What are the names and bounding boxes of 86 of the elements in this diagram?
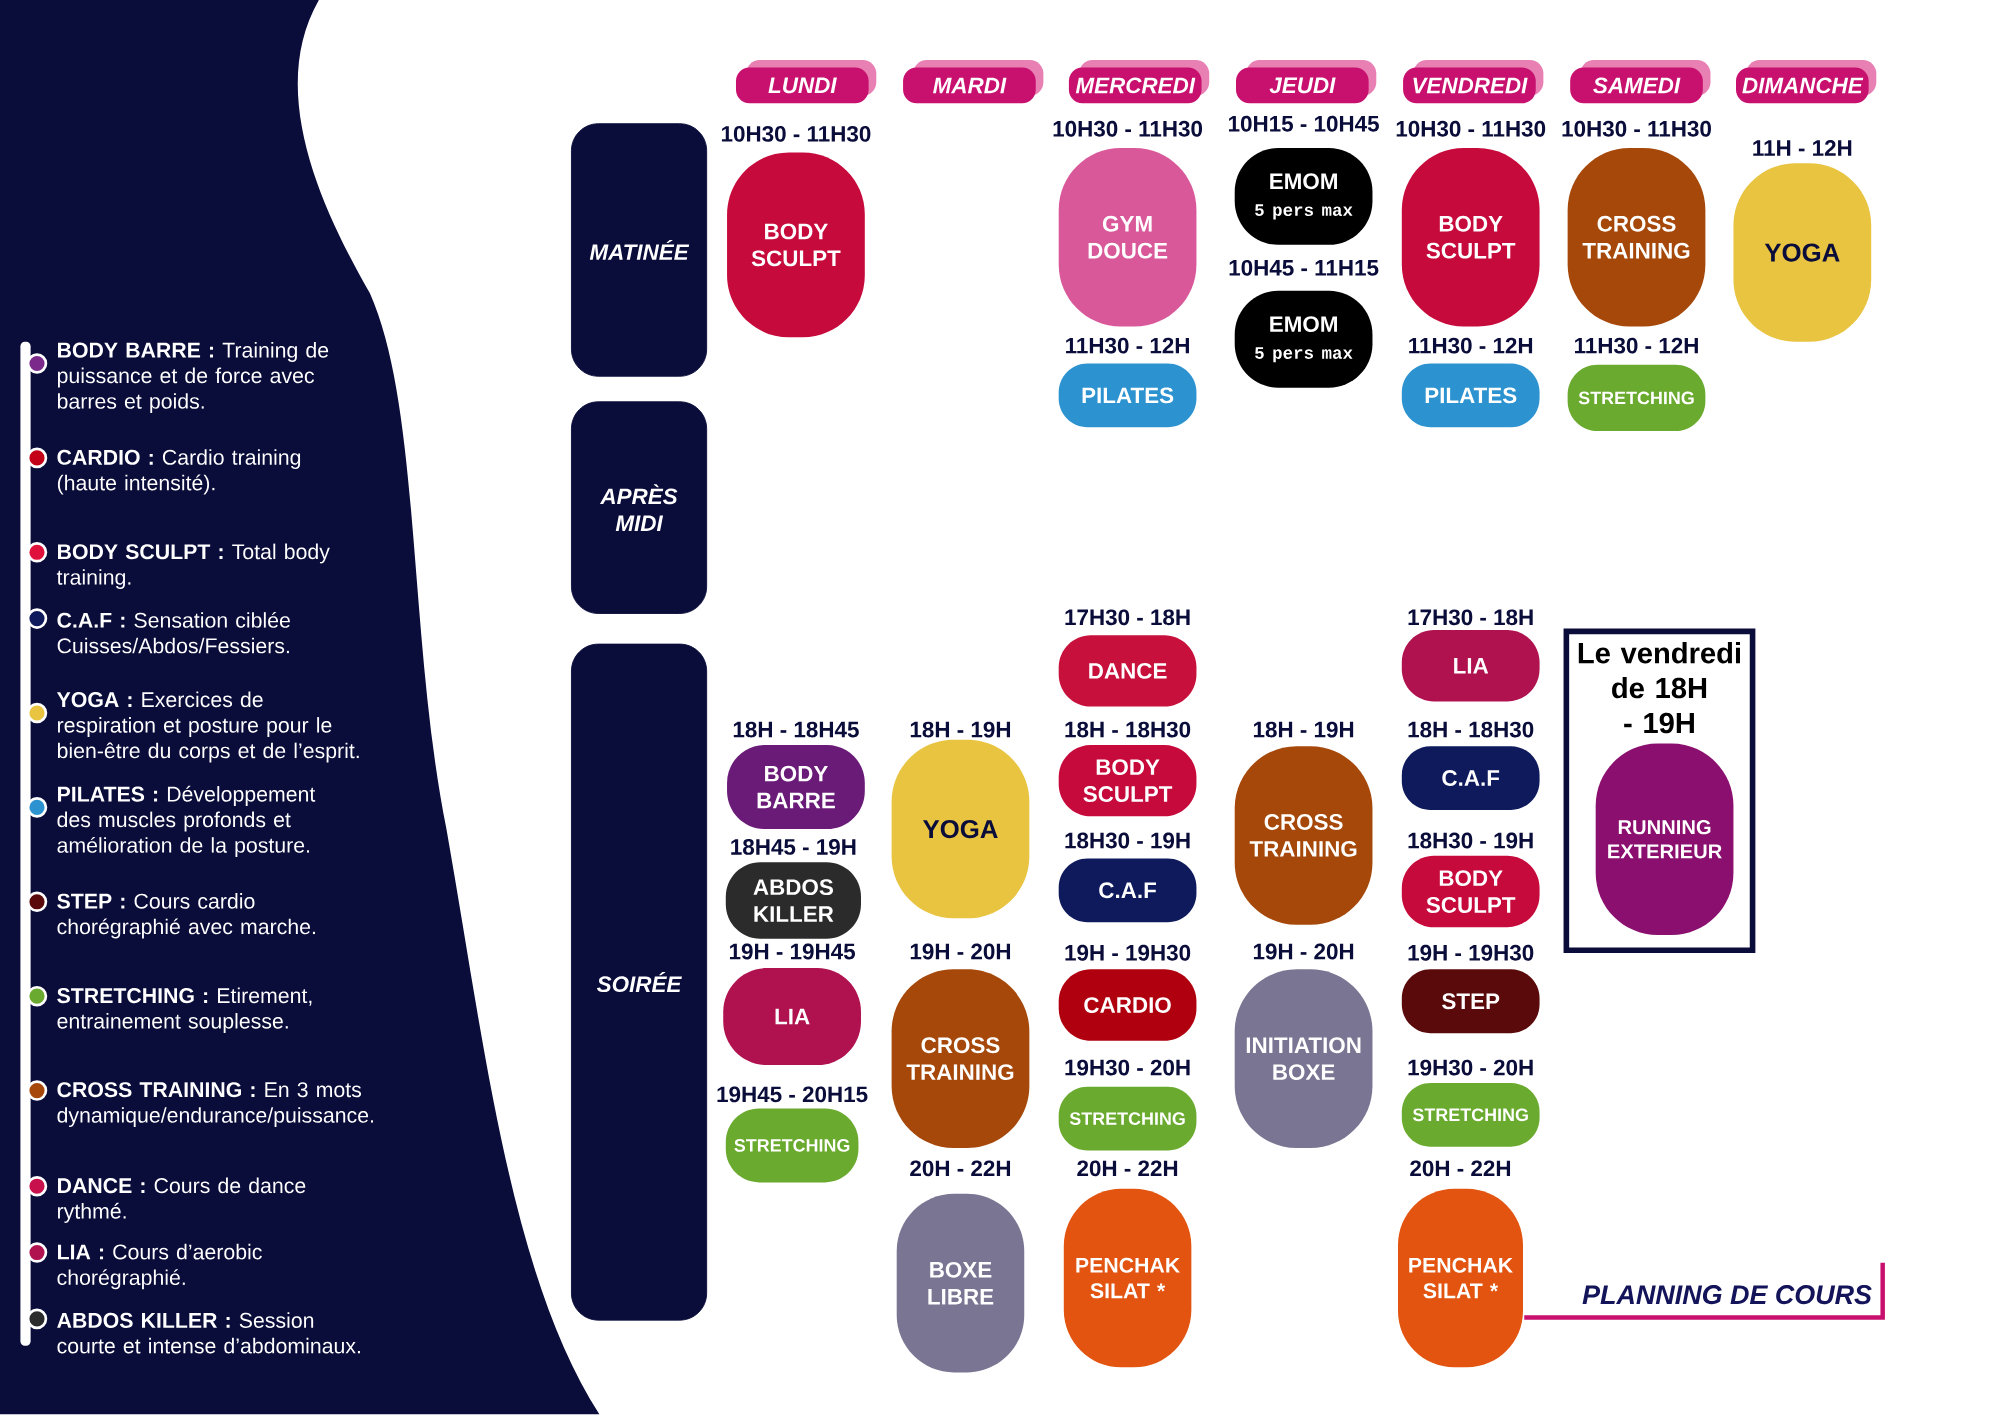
- day-label: JEUDI: [1236, 60, 1377, 104]
- legend-text: CARDIO : Cardio training (haute intensité).: [57, 449, 301, 495]
- time-label: 18H - 19H: [1253, 721, 1354, 738]
- row-header: MATINÉE: [571, 123, 708, 377]
- class-pill: EMOM 5 pers max: [1234, 291, 1373, 388]
- title-text: PLANNING DE COURS: [1582, 1285, 1872, 1305]
- time-label: 18H - 19H: [910, 721, 1011, 738]
- time-label: 18H - 18H30: [1408, 721, 1534, 738]
- row-header: APRÈS MIDI: [571, 401, 708, 615]
- class-pill: STRETCHING: [1401, 1083, 1540, 1147]
- class-pill: BODY SCULPT: [1401, 148, 1540, 327]
- legend-text: DANCE : Cours de dance rythmé.: [58, 1177, 306, 1224]
- time-label: 11H30 - 12H: [1409, 337, 1533, 354]
- class-pill: DANCE: [1058, 635, 1197, 707]
- time-label: 20H - 22H: [1410, 1160, 1511, 1177]
- class-pill: PENCHAK SILAT *: [1398, 1189, 1523, 1368]
- class-pill: INITIATION BOXE: [1234, 969, 1373, 1149]
- time-label: 20H - 22H: [1077, 1160, 1178, 1177]
- legend-text: C.A.F : Sensation ciblée Cuisses/Abdos/Fessiers.: [57, 612, 290, 654]
- time-label: 11H - 12H: [1753, 140, 1852, 156]
- day-label: SAMEDI: [1570, 60, 1711, 104]
- class-pill: BODY SCULPT: [1058, 745, 1197, 817]
- time-label: 19H - 20H: [1253, 943, 1354, 960]
- class-pill: BODY SCULPT: [727, 152, 865, 338]
- legend-text: LIA : Cours d’aerobic chorégraphié.: [57, 1244, 262, 1290]
- time-label: 10H30 - 11H30: [1396, 121, 1546, 137]
- class-pill: CROSS TRAINING: [1234, 746, 1373, 925]
- time-label: 19H45 - 20H15: [717, 1086, 868, 1103]
- time-label: 17H30 - 18H: [1408, 609, 1533, 626]
- class-pill: STRETCHING: [1567, 365, 1706, 432]
- legend-text: PILATES : Développement des muscles profonds et amélioration de la posture.: [57, 786, 316, 858]
- time-label: 10H30 - 11H30: [1562, 121, 1711, 137]
- time-label: 18H30 - 19H: [1408, 832, 1533, 849]
- day-label: LUNDI: [736, 60, 877, 104]
- day-label: VENDREDI: [1403, 60, 1544, 104]
- time-label: 19H30 - 20H: [1408, 1059, 1533, 1076]
- class-pill: PILATES: [1401, 363, 1540, 428]
- time-label: 10H30 - 11H30: [721, 126, 871, 143]
- class-pill: STRETCHING: [725, 1108, 859, 1183]
- class-pill: ABDOS KILLER: [725, 862, 861, 939]
- class-pill: LIA: [1401, 630, 1540, 702]
- time-label: 10H15 - 10H45: [1229, 116, 1379, 132]
- class-pill: BOXE LIBRE: [896, 1194, 1025, 1373]
- class-pill: RUNNING EXTERIEUR: [1595, 743, 1734, 936]
- row-header: SOIRÉE: [571, 643, 708, 1321]
- class-pill: YOGA: [891, 740, 1030, 919]
- class-pill: PENCHAK SILAT *: [1063, 1189, 1192, 1368]
- time-label: 18H45 - 19H: [731, 839, 856, 856]
- time-label: 20H - 22H: [910, 1160, 1011, 1177]
- class-pill: C.A.F: [1058, 858, 1197, 923]
- time-label: 18H30 - 19H: [1065, 832, 1190, 849]
- class-pill: YOGA: [1733, 163, 1872, 343]
- time-label: 19H - 19H30: [1065, 945, 1191, 961]
- legend-text: BODY SCULPT : Total body training.: [56, 543, 330, 590]
- time-label: 11H30 - 12H: [1066, 337, 1189, 354]
- time-label: 18H - 18H45: [733, 721, 859, 738]
- time-label: 10H30 - 11H30: [1053, 121, 1203, 137]
- time-label: 18H - 18H30: [1065, 721, 1191, 738]
- legend-text: STEP : Cours cardio chorégraphié avec marche.: [57, 893, 315, 939]
- legend-text: CROSS TRAINING : En 3 mots dynamique/endurance/puissance.: [57, 1082, 373, 1128]
- class-pill: STEP: [1401, 969, 1540, 1034]
- time-label: 10H45 - 11H15: [1229, 260, 1379, 276]
- legend-text: YOGA : Exercices de respiration et posture pour le bien-être du corps et de l’esprit.: [56, 691, 359, 763]
- time-label: 19H - 19H30: [1408, 945, 1534, 961]
- class-pill: CROSS TRAINING: [1567, 148, 1706, 327]
- legend-text: ABDOS KILLER : Session courte et intense d’abdominaux.: [57, 1312, 360, 1354]
- time-label: 19H - 19H45: [729, 943, 855, 960]
- class-pill: EMOM 5 pers max: [1234, 148, 1373, 246]
- class-pill: LIA: [723, 968, 861, 1066]
- legend-text: BODY BARRE : Training de puissance et de force avec barres et poids.: [57, 342, 329, 414]
- class-pill: BODY SCULPT: [1401, 856, 1540, 928]
- time-label: 17H30 - 18H: [1065, 609, 1190, 626]
- class-pill: PILATES: [1058, 363, 1197, 428]
- day-label: MARDI: [903, 60, 1044, 104]
- class-pill: CARDIO: [1058, 969, 1197, 1042]
- class-pill: CROSS TRAINING: [891, 969, 1030, 1149]
- class-pill: C.A.F: [1401, 746, 1540, 811]
- class-pill: GYM DOUCE: [1058, 148, 1197, 327]
- day-label: MERCREDI: [1068, 60, 1210, 104]
- class-pill: BODY BARRE: [727, 745, 865, 830]
- day-label: DIMANCHE: [1736, 60, 1877, 104]
- time-label: 11H30 - 12H: [1575, 337, 1698, 354]
- class-pill: STRETCHING: [1058, 1086, 1197, 1151]
- time-label: 19H30 - 20H: [1065, 1059, 1190, 1076]
- legend-text: STRETCHING : Etirement, entrainement souplesse.: [57, 987, 312, 1034]
- time-label: 19H - 20H: [910, 943, 1011, 960]
